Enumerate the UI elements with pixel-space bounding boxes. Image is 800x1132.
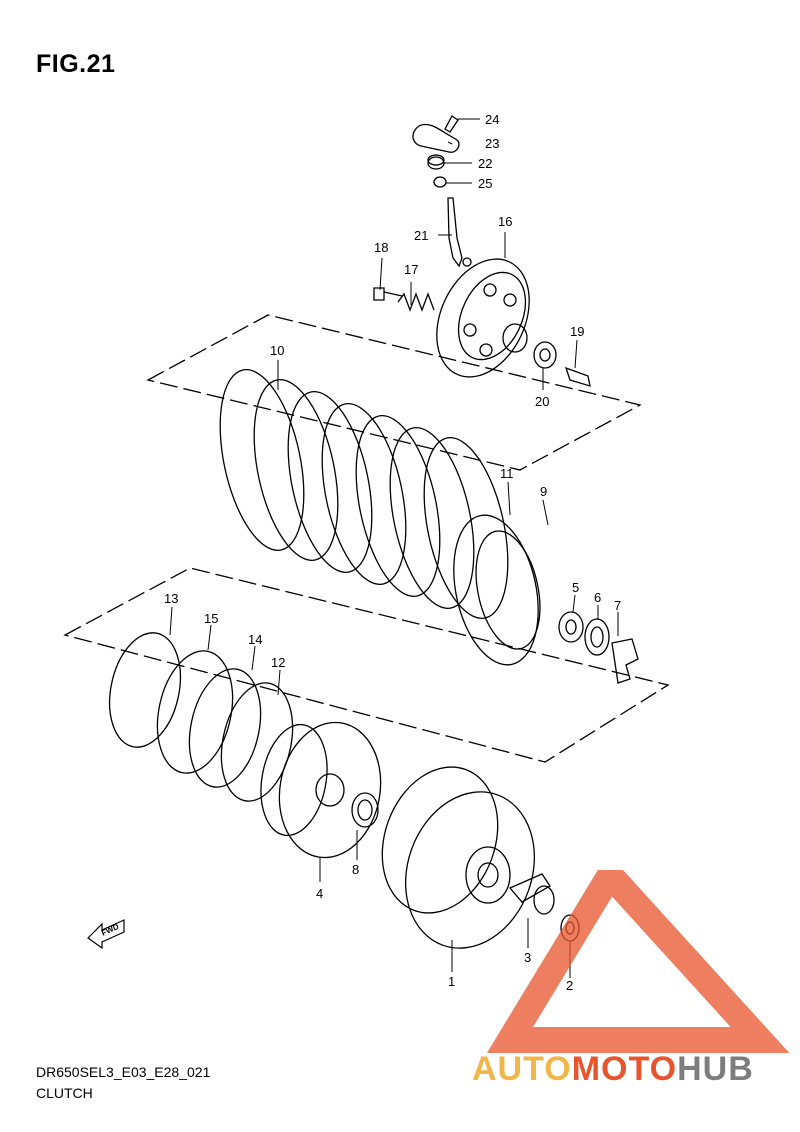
callout-19: 19 <box>570 324 584 339</box>
washer <box>584 618 610 656</box>
brand-wordmark: AUTOMOTOHUB <box>472 1050 754 1089</box>
callout-5: 5 <box>572 580 579 595</box>
automotohub-logo <box>486 870 790 1053</box>
callout-4: 4 <box>316 886 323 901</box>
callout-18: 18 <box>374 240 388 255</box>
callout-15: 15 <box>204 611 218 626</box>
callout-17: 17 <box>404 262 418 277</box>
sleeve-hub <box>508 873 555 915</box>
callout-14: 14 <box>248 632 262 647</box>
callout-3: 3 <box>524 950 531 965</box>
bearing <box>533 341 557 369</box>
callout-10: 10 <box>270 343 284 358</box>
callout-22: 22 <box>478 156 492 171</box>
spring-washer-rings <box>108 632 294 802</box>
callout-23: 23 <box>485 136 499 151</box>
callout-12: 12 <box>271 655 285 670</box>
spring-bolt <box>373 287 403 301</box>
section-name: CLUTCH <box>36 1085 93 1101</box>
callout-11: 11 <box>500 466 514 481</box>
brand-part-auto: AUTO <box>472 1050 572 1088</box>
callout-16: 16 <box>498 214 512 229</box>
callout-8: 8 <box>352 862 359 877</box>
callout-20: 20 <box>535 394 549 409</box>
clutch-plate-stack <box>219 369 541 666</box>
release-arm-assembly <box>412 115 472 268</box>
callout-13: 13 <box>164 591 178 606</box>
clutch-housing <box>381 766 536 949</box>
callout-25: 25 <box>478 176 492 191</box>
plates-group-outline <box>146 314 642 471</box>
callout-6: 6 <box>594 590 601 605</box>
brand-part-hub: HUB <box>677 1050 754 1088</box>
clutch-hub-nut <box>558 611 584 643</box>
callout-1: 1 <box>448 974 455 989</box>
figure-title: FIG.21 <box>36 50 116 78</box>
callout-21: 21 <box>414 228 428 243</box>
model-code: DR650SEL3_E03_E28_021 <box>36 1064 211 1080</box>
clutch-spring <box>397 292 435 312</box>
forward-arrow-icon: FWD <box>87 919 125 950</box>
lower-group-outline <box>63 567 670 763</box>
lock-washer <box>611 638 639 684</box>
callout-9: 9 <box>540 484 547 499</box>
callout-24: 24 <box>485 112 499 127</box>
push-piece <box>564 366 591 387</box>
callout-7: 7 <box>614 598 621 613</box>
callout-2: 2 <box>566 978 573 993</box>
brand-part-moto: MOTO <box>571 1050 678 1088</box>
pressure-plate <box>436 258 530 378</box>
primary-driven-gear <box>260 721 382 859</box>
spacer <box>351 792 379 828</box>
